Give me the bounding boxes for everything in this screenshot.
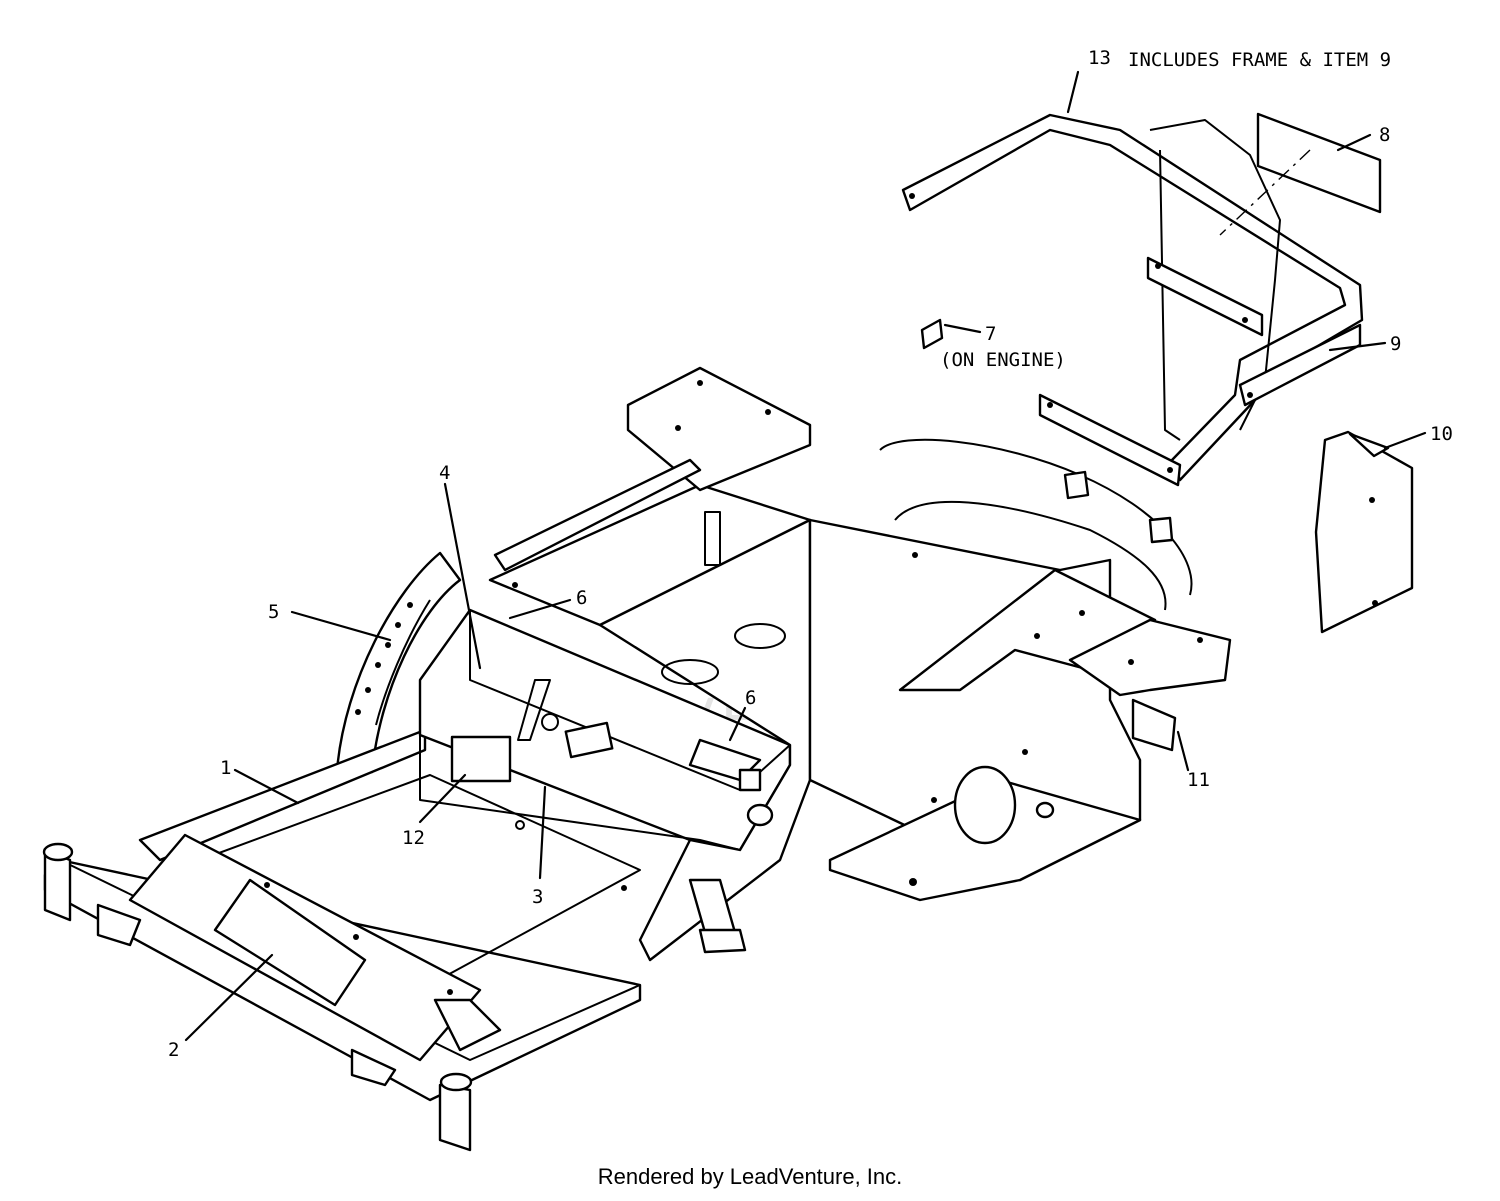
- part-8-decal: [1256, 112, 1382, 214]
- part-7-decal: [920, 318, 944, 350]
- note-item-13: INCLUDES FRAME & ITEM 9: [1128, 49, 1391, 71]
- callout-11: 11: [1187, 769, 1210, 791]
- callout-1: 1: [220, 757, 231, 779]
- callout-12: 12: [402, 827, 425, 849]
- callout-8: 8: [1379, 124, 1390, 146]
- part-13-rollover-frame: [901, 113, 1364, 487]
- note-item-7: (ON ENGINE): [940, 349, 1066, 371]
- callout-6-lower: 6: [745, 687, 756, 709]
- callout-4: 4: [439, 462, 450, 484]
- callout-13: 13: [1088, 47, 1111, 69]
- callout-5: 5: [268, 601, 279, 623]
- callouts: 13 INCLUDES FRAME & ITEM 9 8 7 (ON ENGIN…: [168, 47, 1453, 1061]
- callout-7: 7: [985, 323, 996, 345]
- footer-credit: Rendered by LeadVenture, Inc.: [597, 1164, 903, 1189]
- callout-10: 10: [1430, 423, 1453, 445]
- callout-3: 3: [532, 886, 543, 908]
- part-1-main-frame: [42, 728, 642, 1152]
- frame-body: [488, 366, 1232, 962]
- callout-6-upper: 6: [576, 587, 587, 609]
- callout-2: 2: [168, 1039, 179, 1061]
- part-10-shield: [1314, 430, 1414, 634]
- part-11-decal: [1131, 698, 1177, 752]
- leader-lines: [184, 70, 1427, 1042]
- callout-9: 9: [1390, 333, 1401, 355]
